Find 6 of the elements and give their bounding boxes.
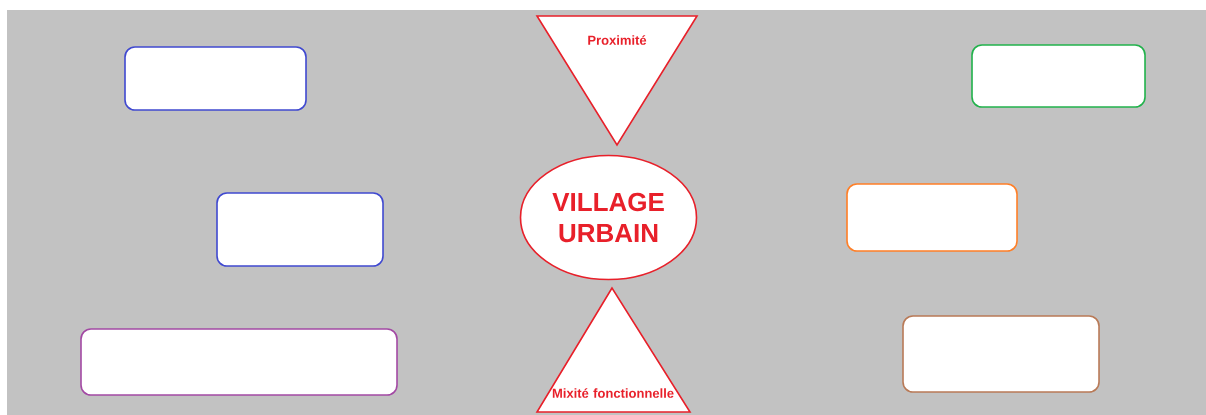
empty-box [846, 183, 1018, 252]
empty-box [80, 328, 398, 396]
empty-box [971, 44, 1146, 108]
empty-box [902, 315, 1100, 393]
empty-box [124, 46, 307, 111]
empty-box [216, 192, 384, 267]
